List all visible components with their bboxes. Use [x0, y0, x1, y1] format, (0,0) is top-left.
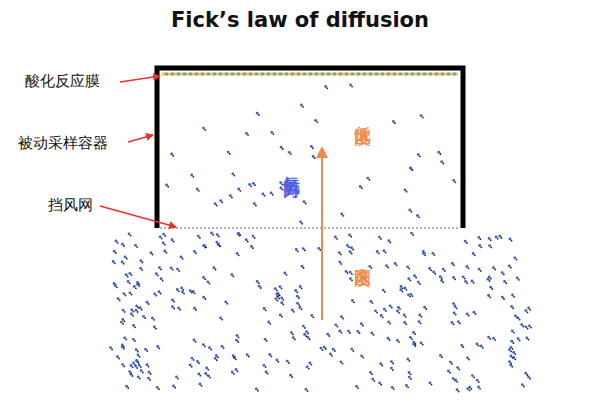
zone-label: 低浓度区 — [352, 113, 375, 117]
diffusion-arrow — [321, 148, 323, 320]
part-label: 挡风网 — [48, 196, 93, 215]
acid-membrane — [162, 73, 458, 76]
diagram-title: Fick’s law of diffusion — [0, 8, 600, 32]
acid-membrane — [165, 73, 458, 76]
leader-arrow — [120, 76, 160, 82]
wind-screen — [160, 227, 460, 229]
sampler-container — [157, 68, 463, 228]
part-label: 被动采样容器 — [18, 134, 108, 153]
leader-arrow — [100, 206, 176, 227]
direction-label: 氨气扩散方向 — [281, 163, 304, 169]
part-label: 酸化反应膜 — [25, 72, 100, 91]
leader-arrow — [128, 135, 153, 142]
zone-label: 高浓度区 — [352, 254, 375, 258]
ammonia-molecules — [109, 83, 532, 392]
